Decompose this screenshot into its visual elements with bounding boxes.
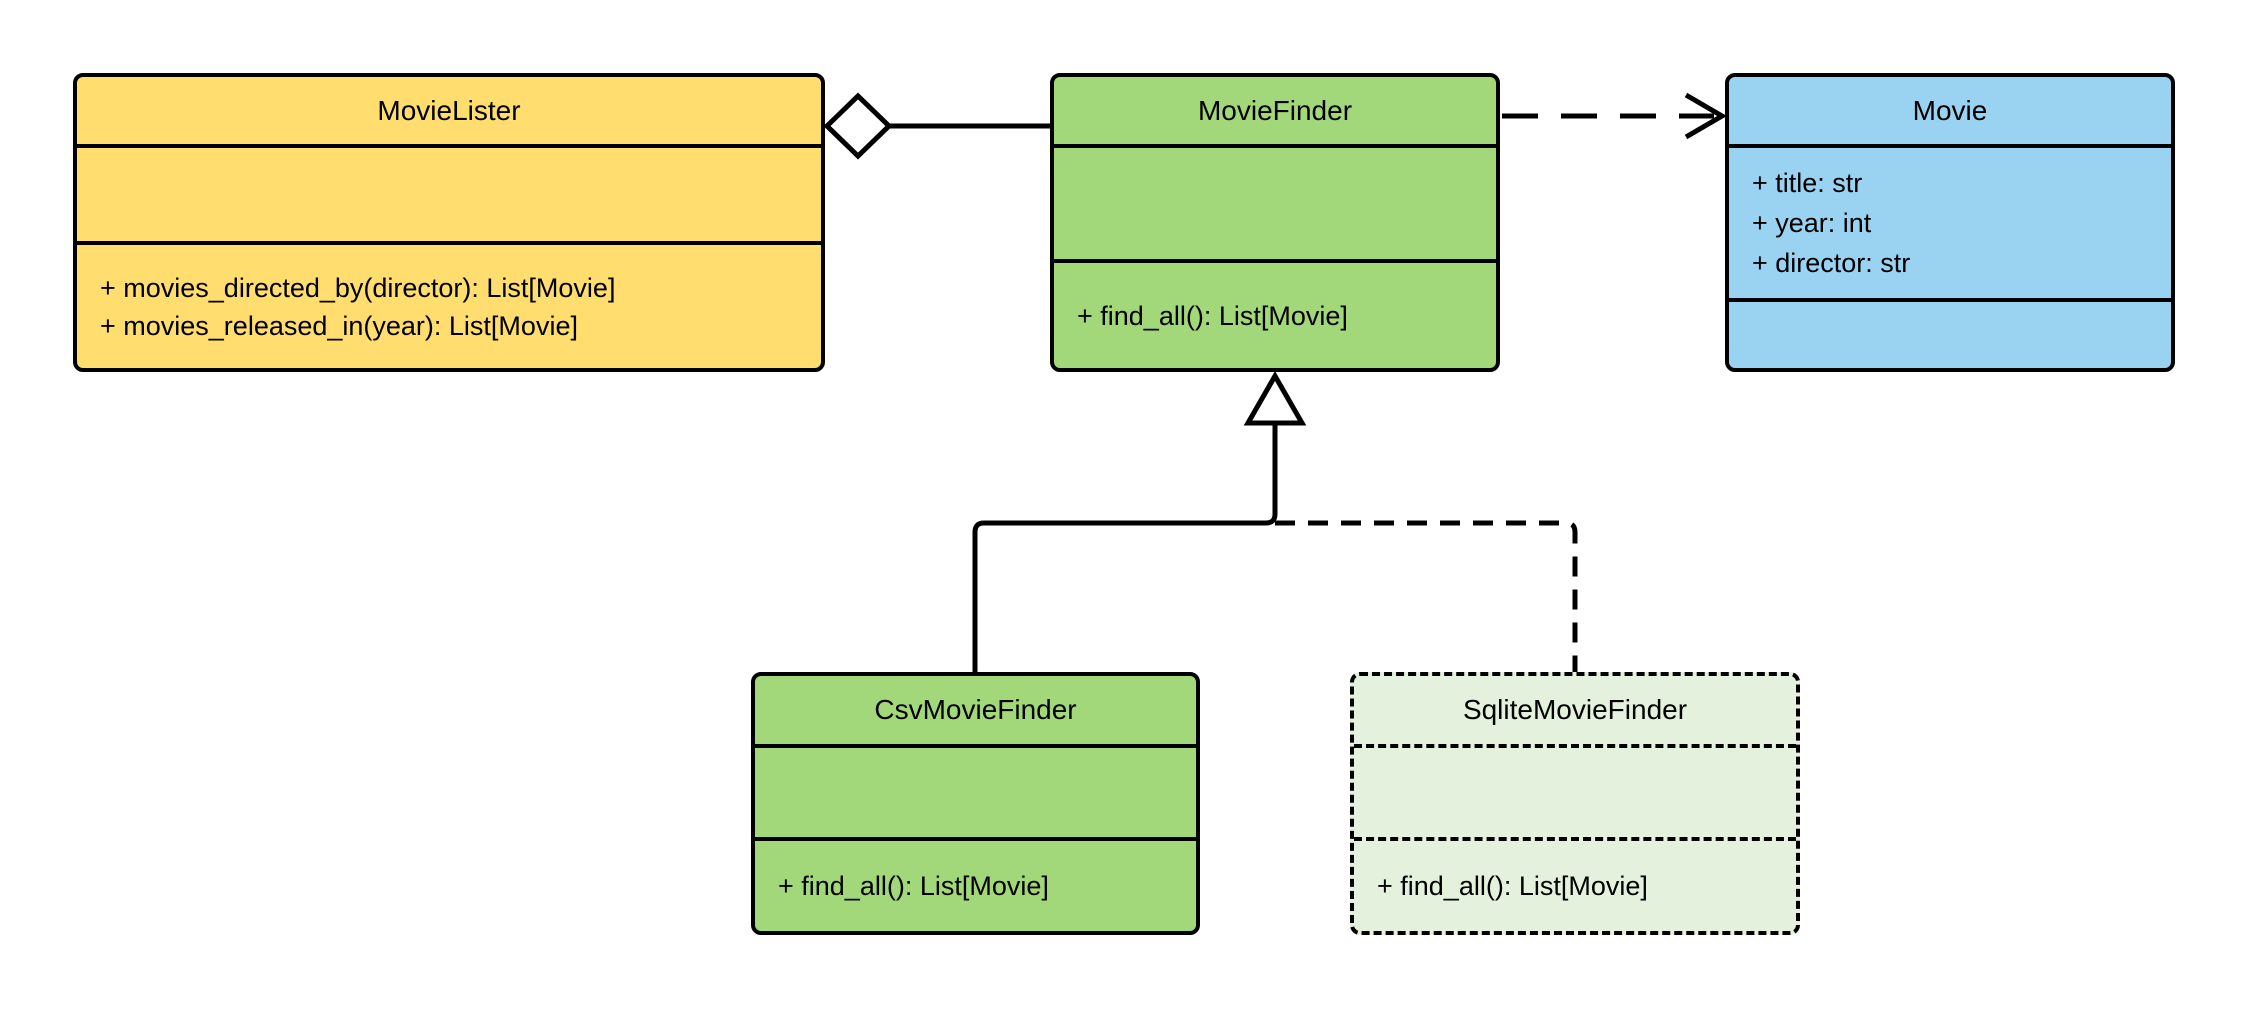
attributes-compartment: + title: str + year: int + director: str: [1729, 144, 2171, 298]
class-title-compartment: CsvMovieFinder: [755, 676, 1196, 744]
dependency-open-arrowhead-icon: [1684, 92, 1727, 140]
class-name-movielister: MovieLister: [377, 94, 521, 126]
class-box-sqlitemoviefinder: SqliteMovieFinder + find_all(): List[Mov…: [1350, 672, 1800, 935]
inheritance-line-csv: [972, 424, 1278, 672]
class-box-moviefinder: MovieFinder + find_all(): List[Movie]: [1050, 73, 1500, 372]
class-title-compartment: SqliteMovieFinder: [1354, 676, 1796, 744]
attribute-line: + title: str: [1752, 168, 1863, 198]
inheritance-triangle-icon: [1243, 370, 1307, 426]
methods-compartment-empty: [1729, 298, 2171, 368]
methods-compartment: + find_all(): List[Movie]: [1054, 259, 1496, 368]
aggregation-connector: [823, 92, 1052, 160]
dependency-connector: [1502, 92, 1727, 140]
methods-compartment: + movies_directed_by(director): List[Mov…: [77, 241, 821, 368]
attributes-compartment-empty: [1354, 744, 1796, 837]
class-box-movie: Movie + title: str + year: int + directo…: [1725, 73, 2175, 372]
class-box-movielister: MovieLister + movies_directed_by(directo…: [73, 73, 825, 372]
method-line: + find_all(): List[Movie]: [1377, 871, 1648, 901]
class-name-sqlitemoviefinder: SqliteMovieFinder: [1462, 694, 1688, 725]
class-title-compartment: Movie: [1729, 77, 2171, 144]
attribute-line: + director: str: [1752, 248, 1911, 278]
class-name-csvmoviefinder: CsvMovieFinder: [874, 694, 1077, 725]
class-box-csvmoviefinder: CsvMovieFinder + find_all(): List[Movie]: [751, 672, 1200, 935]
method-line: + find_all(): List[Movie]: [1077, 300, 1348, 331]
inheritance-dashed-line-sqlite: [1275, 520, 1578, 672]
method-line: + movies_released_in(year): List[Movie]: [100, 310, 578, 341]
method-line: + find_all(): List[Movie]: [778, 871, 1049, 901]
attributes-compartment-empty: [1054, 144, 1496, 259]
attributes-compartment-empty: [77, 144, 821, 241]
method-line: + movies_directed_by(director): List[Mov…: [100, 272, 616, 303]
aggregation-diamond-icon: [823, 92, 893, 160]
class-title-compartment: MovieFinder: [1054, 77, 1496, 144]
class-title-compartment: MovieLister: [77, 77, 821, 144]
methods-compartment: + find_all(): List[Movie]: [755, 837, 1196, 931]
attribute-line: + year: int: [1752, 208, 1872, 238]
class-name-moviefinder: MovieFinder: [1197, 94, 1353, 126]
attributes-compartment-empty: [755, 744, 1196, 837]
class-name-movie: Movie: [1912, 94, 1988, 126]
methods-compartment: + find_all(): List[Movie]: [1354, 837, 1796, 931]
